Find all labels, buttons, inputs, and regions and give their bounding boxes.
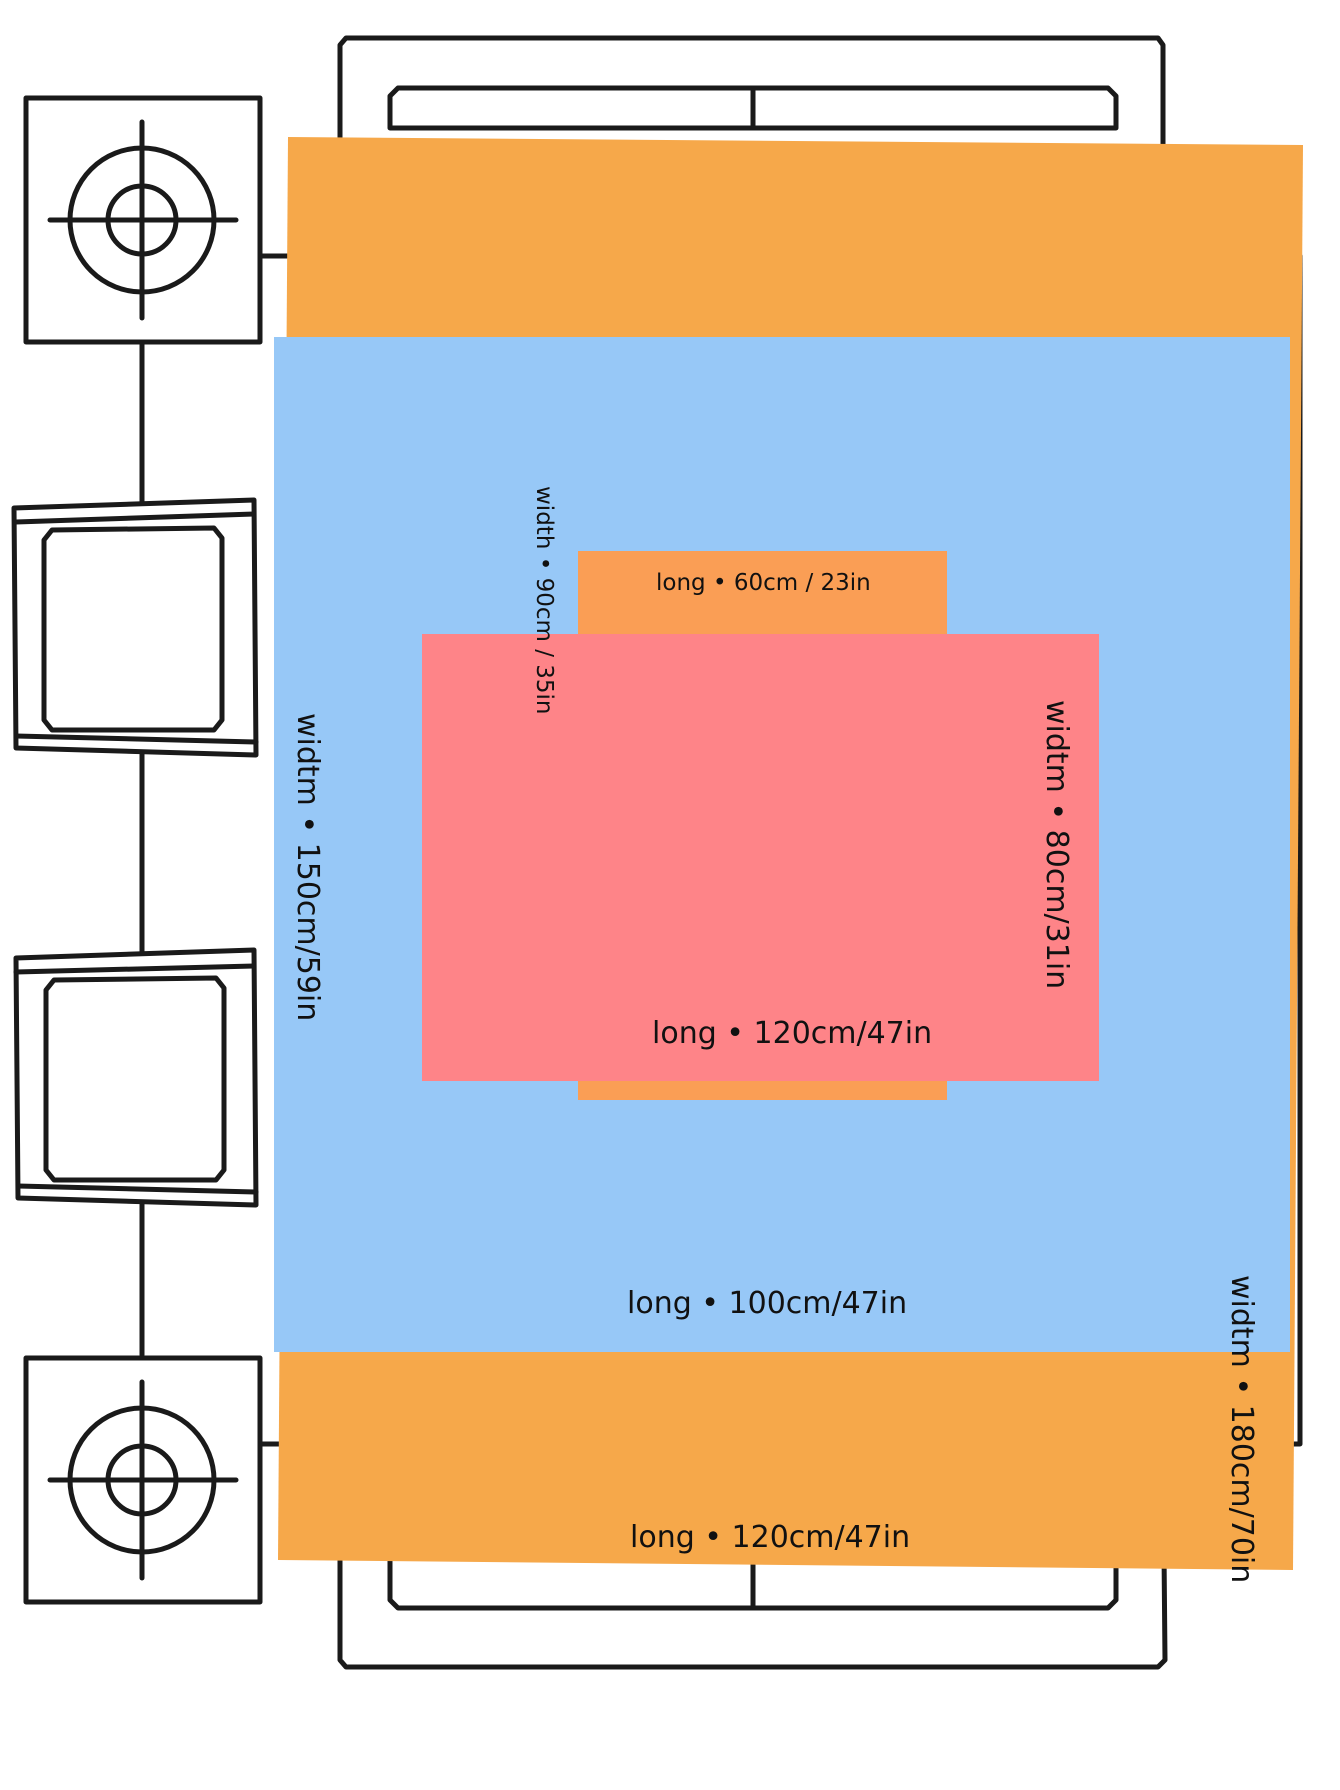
lamp-icon xyxy=(23,95,263,345)
tiny-rug-width-label: width • 90cm / 35in xyxy=(531,486,557,715)
small-rug-width-label: widtm • 80cm/31in xyxy=(1039,700,1074,989)
armchair-icon xyxy=(13,947,259,1208)
lamp-icon xyxy=(23,1355,263,1605)
large-rug-long-label: long • 120cm/47in xyxy=(630,1520,910,1555)
tiny-rug-long-label: long • 60cm / 23in xyxy=(656,570,871,596)
rug-small xyxy=(422,634,1099,1081)
medium-rug-long-label: long • 100cm/47in xyxy=(627,1286,907,1321)
armchair-icon xyxy=(11,497,259,758)
medium-rug-width-label: widtm • 150cm/59in xyxy=(290,713,325,1021)
small-rug-long-label: long • 120cm/47in xyxy=(652,1016,932,1051)
large-rug-width-label: widtm • 180cm/70in xyxy=(1224,1275,1259,1583)
